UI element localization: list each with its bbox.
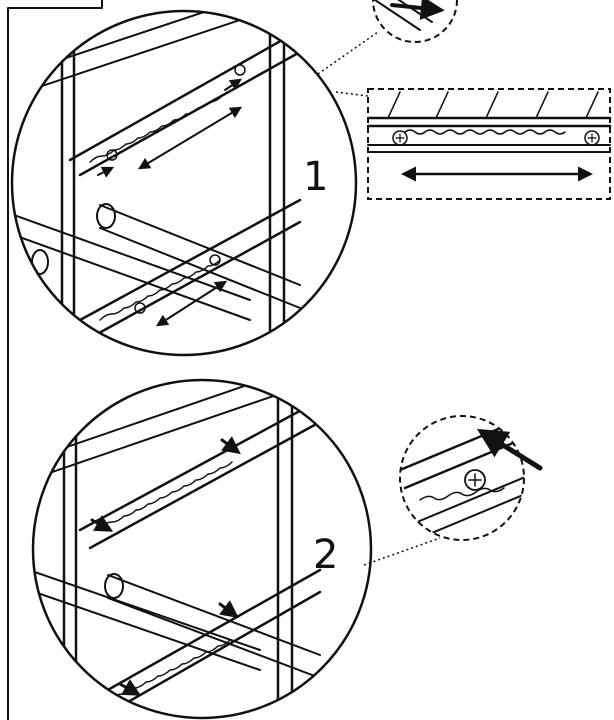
step-1-zoom-circle bbox=[317, 0, 458, 75]
step-2-number: 2 bbox=[313, 532, 338, 578]
step-1-detail-circle: 1 bbox=[10, 9, 358, 357]
step-2-detail-circle: 2 bbox=[31, 378, 373, 720]
step-1-rail-detail-box bbox=[335, 88, 612, 200]
step-2-zoom-circle bbox=[363, 415, 543, 566]
page-frame bbox=[7, 0, 103, 720]
step-1-number: 1 bbox=[303, 154, 328, 200]
